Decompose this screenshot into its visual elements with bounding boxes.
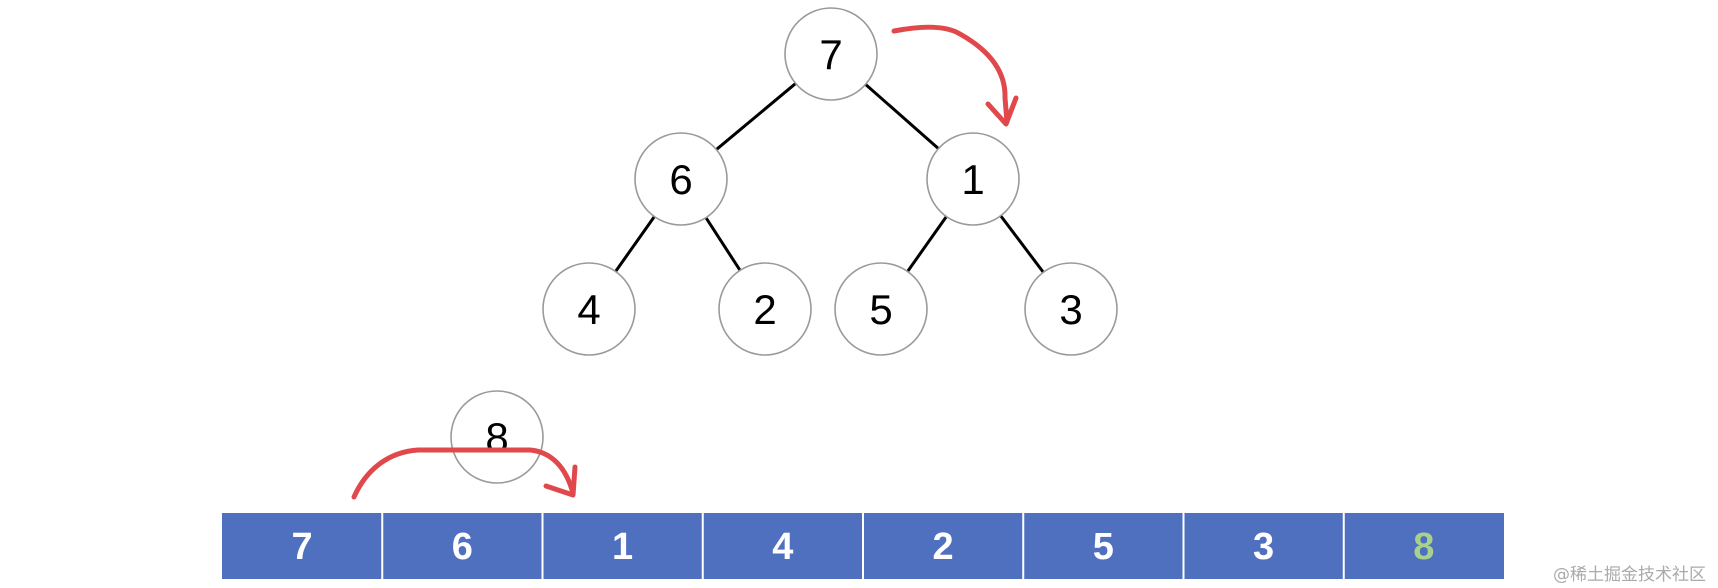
array-strip: 7 6 1 4 2 5 3 8: [222, 513, 1504, 579]
tree-node: 7: [784, 7, 878, 101]
floating-node-group: 8: [450, 390, 544, 484]
swap-arrows: [351, 24, 1019, 500]
tree-edge: [864, 82, 940, 151]
watermark: @稀土掘金技术社区: [1553, 565, 1706, 585]
tree-node-label: 6: [669, 156, 692, 203]
array-cell: 6: [452, 526, 473, 568]
tree-edge: [999, 214, 1045, 274]
floating-node-label: 8: [485, 414, 508, 461]
tree-node-label: 3: [1059, 286, 1082, 333]
array-cell: 2: [933, 526, 954, 568]
array-cell-highlighted: 8: [1413, 526, 1434, 568]
tree-node: 6: [634, 132, 728, 226]
array-cell: 7: [292, 526, 313, 568]
tree-node-circle: [634, 132, 728, 226]
tree-node: 3: [1024, 262, 1118, 356]
tree-node-circle: [926, 132, 1020, 226]
array-cell: 1: [612, 526, 633, 568]
tree-node-circle: [784, 7, 878, 101]
array-cell: 5: [1093, 526, 1114, 568]
tree-node-label: 7: [819, 31, 842, 78]
array-cell: 3: [1253, 526, 1274, 568]
floating-node-circle: [450, 390, 544, 484]
array-cell: 4: [772, 526, 793, 568]
tree-edges: [614, 81, 1045, 274]
tree-nodes: 7 6 1 4 2 5 3: [542, 7, 1118, 356]
tree-edge: [906, 215, 948, 273]
array-swap-arrowhead: [543, 464, 578, 498]
tree-node: 1: [926, 132, 1020, 226]
array-swap-arrow: [351, 447, 576, 500]
tree-node-circle: [834, 262, 928, 356]
tree-node: 2: [718, 262, 812, 356]
tree-node: 5: [834, 262, 928, 356]
tree-node-label: 5: [869, 286, 892, 333]
tree-node-label: 4: [577, 286, 600, 333]
tree-node-label: 2: [753, 286, 776, 333]
tree-edge: [704, 216, 742, 272]
tree-node-circle: [718, 262, 812, 356]
tree-edge: [714, 81, 798, 152]
tree-edge: [614, 215, 656, 273]
tree-node-label: 1: [961, 156, 984, 203]
tree-node-circle: [1024, 262, 1118, 356]
tree-swap-arrowhead: [985, 95, 1019, 127]
tree-node-circle: [542, 262, 636, 356]
tree-node: 4: [542, 262, 636, 356]
tree-swap-arrow: [891, 24, 1010, 125]
